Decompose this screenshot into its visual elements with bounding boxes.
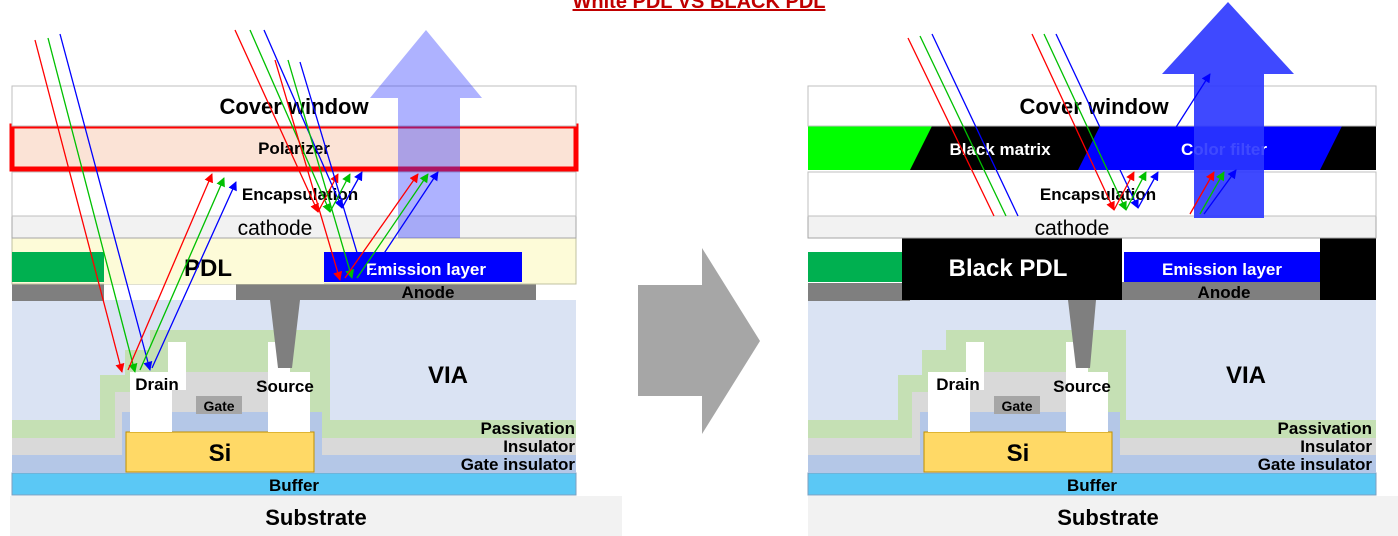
right-panel-black-pdl: Substrate Buffer Si Gate Drain Source An… <box>807 2 1398 536</box>
right-cathode-label: cathode <box>1035 217 1110 240</box>
diagram-title: White PDL VS BLACK PDL <box>573 0 826 13</box>
right-anode-left <box>808 283 910 301</box>
right-black-matrix-label: Black matrix <box>949 140 1051 159</box>
right-gate-electrode <box>994 396 1040 414</box>
right-encapsulation-layer <box>807 171 1377 217</box>
left-cover-window-label: Cover window <box>219 94 369 119</box>
left-pdl-block <box>104 238 324 284</box>
left-encapsulation-label: Encapsulation <box>242 185 358 204</box>
left-encapsulation-layer <box>11 171 577 217</box>
right-gate-insulator-label: Gate insulator <box>1258 455 1373 474</box>
right-green-color-filter <box>808 126 932 170</box>
right-black-pdl-label: Black PDL <box>949 255 1068 282</box>
right-reflection-rays <box>907 33 1237 217</box>
left-green-subpixel <box>12 252 104 282</box>
left-cathode-label: cathode <box>238 217 313 240</box>
left-anode-main <box>236 282 536 368</box>
left-gate-label: Gate <box>203 398 234 414</box>
left-buffer-label: Buffer <box>269 476 319 495</box>
right-substrate-label: Substrate <box>1057 505 1158 530</box>
left-polarizer-layer <box>9 123 579 172</box>
right-encapsulation-label: Encapsulation <box>1040 185 1156 204</box>
right-black-pdl-block <box>902 238 1122 300</box>
left-panel-white-pdl: Substrate Buffer Si Gate Drain Source An… <box>9 29 622 536</box>
left-drain-label: Drain <box>135 375 178 394</box>
left-cover-window-layer <box>11 85 577 127</box>
right-drain-electrode <box>928 342 984 432</box>
left-source-label: Source <box>256 377 314 396</box>
right-si-layer <box>923 431 1113 473</box>
left-si-layer <box>125 431 315 473</box>
left-anode-left <box>12 283 104 301</box>
right-passivation-label: Passivation <box>1278 419 1373 438</box>
right-via-label: VIA <box>1226 362 1266 389</box>
left-emission-label: Emission layer <box>366 260 486 279</box>
right-drain-label: Drain <box>936 375 979 394</box>
left-reflection-rays <box>34 29 439 373</box>
right-arrow-icon <box>638 248 760 434</box>
left-via-label: VIA <box>428 362 468 389</box>
left-gate-insulator-label: Gate insulator <box>461 455 576 474</box>
right-anode-label: Anode <box>1198 283 1251 302</box>
left-si-label: Si <box>209 440 232 467</box>
right-source-label: Source <box>1053 377 1111 396</box>
left-passivation-label: Passivation <box>481 419 576 438</box>
right-insulator-label: Insulator <box>1300 437 1372 456</box>
left-drain-electrode <box>130 342 186 432</box>
right-buffer-label: Buffer <box>1067 476 1117 495</box>
up-arrow-icon <box>1162 2 1294 218</box>
left-pdl-label: PDL <box>184 255 232 282</box>
right-si-label: Si <box>1007 440 1030 467</box>
right-emission-label: Emission layer <box>1162 260 1282 279</box>
left-gate-electrode <box>196 396 242 414</box>
left-substrate-layer <box>10 496 622 536</box>
up-arrow-icon <box>370 30 482 238</box>
right-green-subpixel <box>808 252 904 282</box>
right-cover-window-layer <box>807 85 1377 127</box>
right-black-pdl-edge <box>1320 238 1376 300</box>
left-substrate-label: Substrate <box>265 505 366 530</box>
left-insulator-label: Insulator <box>503 437 575 456</box>
right-gate-label: Gate <box>1001 398 1032 414</box>
right-emission-layer <box>1124 252 1320 282</box>
left-anode-label: Anode <box>402 283 455 302</box>
right-substrate-layer <box>808 496 1398 536</box>
